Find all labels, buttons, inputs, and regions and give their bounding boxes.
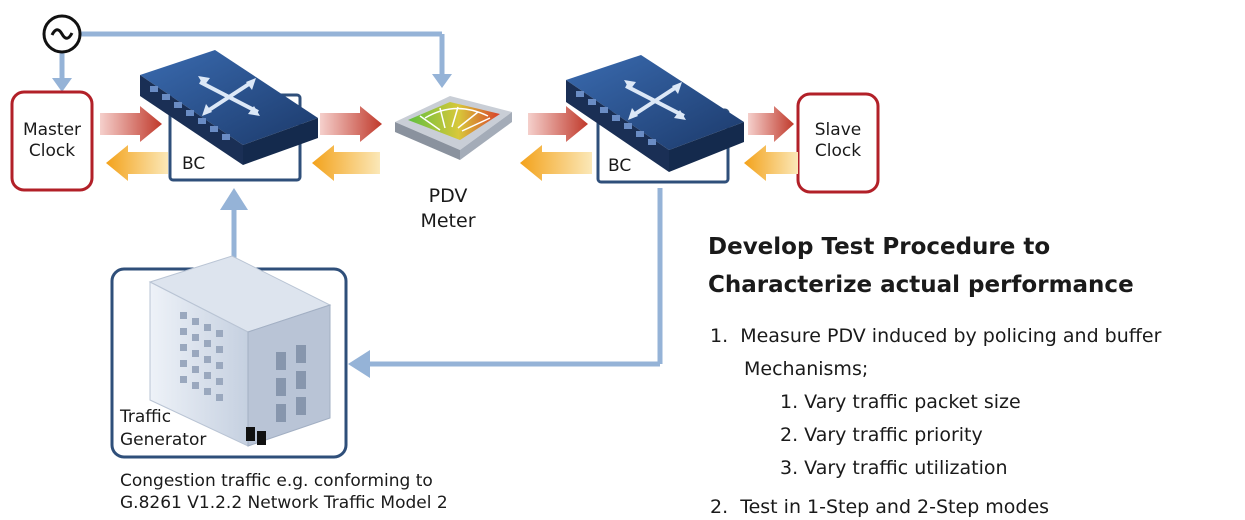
traffic-generator-icon	[148, 255, 332, 447]
procedure-subitem-2: 2. Vary traffic priority	[780, 424, 983, 446]
slave-clock-box	[796, 92, 880, 194]
arrow-down-to-master	[52, 78, 72, 92]
pdv-meter-label: PDV Meter	[420, 185, 476, 232]
arrow-up-to-bc	[220, 188, 248, 210]
procedure-subitem-1: 1. Vary traffic packet size	[780, 391, 1021, 413]
pdv-meter-icon	[395, 96, 512, 160]
network-switch-icon	[140, 50, 318, 165]
procedure-subitem-3: 3. Vary traffic utilization	[780, 457, 1008, 479]
arrow-left-to-generator	[348, 350, 370, 378]
master-clock-label: Master Clock	[22, 120, 82, 161]
slave-clock-label: Slave Clock	[814, 120, 862, 161]
arrow-down-to-meter	[432, 74, 452, 88]
procedure-title: Develop Test Procedure to Characterize a…	[708, 234, 1134, 298]
master-clock-box	[10, 90, 94, 192]
network-switch-icon	[566, 55, 744, 172]
sine-wave-icon	[42, 14, 82, 54]
yellow-arrows	[106, 145, 798, 181]
procedure-item-2: 2. Test in 1-Step and 2-Step modes	[710, 496, 1050, 518]
bc-right-label: BC	[608, 156, 632, 176]
traffic-generator-label: Traffic Generator	[120, 407, 207, 450]
procedure-item-1: 1. Measure PDV induced by policing and b…	[710, 325, 1162, 380]
bc-left-label: BC	[182, 154, 206, 174]
red-arrows	[100, 106, 794, 142]
generator-caption: Congestion traffic e.g. conforming to G.…	[120, 471, 448, 513]
